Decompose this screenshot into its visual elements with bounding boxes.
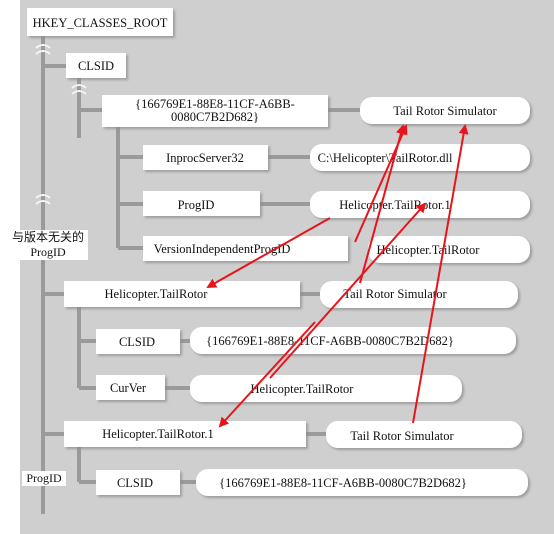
text-v-clsid-key: CLSID bbox=[117, 476, 153, 490]
text-vip-key: VersionIndependentProgID bbox=[154, 242, 291, 256]
text-inproc-value: C:\Helicopter\TailRotor.dll bbox=[318, 151, 453, 165]
text-progid-value: Helicopter.TailRotor.1 bbox=[339, 198, 451, 212]
text-vi-key: Helicopter.TailRotor bbox=[105, 287, 209, 301]
arrow-v-to-progid bbox=[269, 202, 427, 379]
break-marks bbox=[35, 44, 87, 205]
key-progid bbox=[143, 191, 260, 216]
value-v-progid bbox=[326, 421, 522, 448]
key-curver bbox=[96, 375, 165, 400]
value-curver bbox=[190, 375, 462, 402]
value-versionindependentprogid bbox=[368, 236, 530, 263]
tree-lines bbox=[41, 36, 360, 514]
text-curver-value: Helicopter.TailRotor bbox=[251, 382, 355, 396]
text-progid-key: ProgID bbox=[178, 198, 215, 212]
arrow-curver-to-v bbox=[218, 321, 316, 428]
text-hkcr: HKEY_CLASSES_ROOT bbox=[33, 16, 168, 30]
arrow-progid-to-vi bbox=[206, 217, 331, 288]
label-version-independent-progid: 与版本无关的 ProgID bbox=[8, 230, 88, 260]
text-guid-line1: {166769E1-88E8-11CF-A6BB- bbox=[135, 97, 295, 111]
key-versionindependentprogid bbox=[143, 236, 348, 261]
value-vi-clsid bbox=[190, 327, 516, 354]
arrow-progid-to-guid bbox=[359, 124, 406, 284]
text-inproc-key: InprocServer32 bbox=[166, 151, 244, 165]
text-v-key: Helicopter.TailRotor.1 bbox=[102, 427, 214, 441]
text-curver-key: CurVer bbox=[110, 381, 147, 395]
text-clsid-key: CLSID bbox=[78, 59, 114, 73]
value-vi-progid bbox=[320, 281, 518, 308]
text-vi-value: Tail Rotor Simulator bbox=[343, 287, 447, 301]
arrow-v-value-to-guid bbox=[412, 124, 469, 424]
key-vi-progid bbox=[64, 281, 300, 307]
value-inprocserver32 bbox=[310, 144, 530, 171]
text-guid-line2: 0080C7B2D682} bbox=[171, 110, 259, 124]
text-v-value: Tail Rotor Simulator bbox=[350, 429, 454, 443]
key-guid bbox=[102, 95, 328, 127]
key-clsid bbox=[66, 53, 126, 78]
label-progid: ProgID bbox=[22, 471, 66, 486]
value-v-clsid bbox=[196, 469, 528, 496]
key-v-progid bbox=[64, 421, 306, 447]
key-inprocserver32 bbox=[143, 145, 268, 170]
text-v-clsid-value: {166769E1-88E8-11CF-A6BB-0080C7B2D682} bbox=[219, 476, 467, 490]
key-hkcr bbox=[27, 8, 173, 36]
arrow-vip-to-guid bbox=[354, 124, 408, 243]
value-guid bbox=[360, 97, 530, 124]
key-vi-clsid bbox=[96, 329, 180, 354]
text-vi-clsid-value: {166769E1-88E8-11CF-A6BB-0080C7B2D682} bbox=[206, 334, 454, 348]
text-guid-value: Tail Rotor Simulator bbox=[393, 104, 497, 118]
key-v-clsid bbox=[96, 470, 180, 495]
text-vi-clsid-key: CLSID bbox=[119, 335, 155, 349]
text-vip-value: Helicopter.TailRotor bbox=[377, 243, 481, 257]
